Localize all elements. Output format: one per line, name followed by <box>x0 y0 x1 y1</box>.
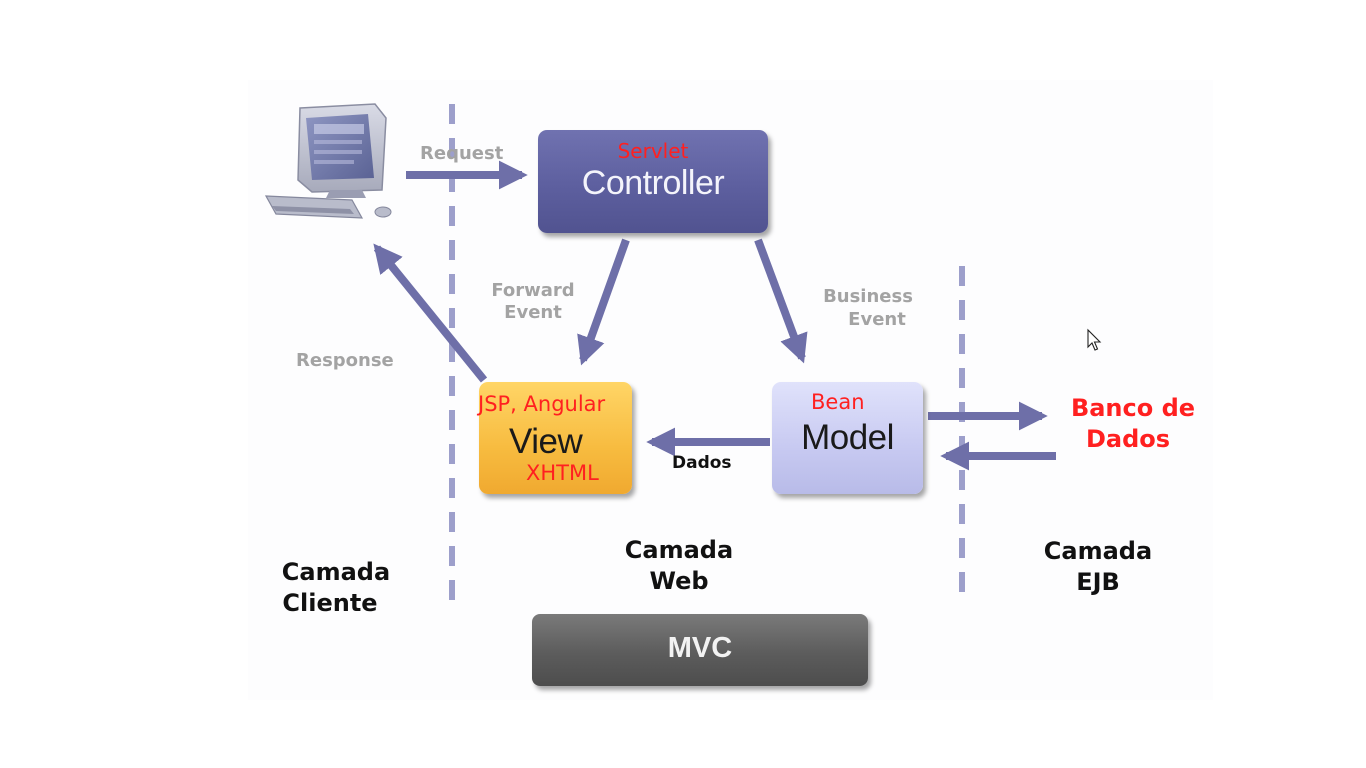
layer-client-line2: Cliente <box>282 589 378 617</box>
response-arrow <box>373 243 488 383</box>
view-box <box>479 382 632 494</box>
forward-event-arrow <box>577 238 630 366</box>
business-event-label-line2: Event <box>848 309 906 330</box>
controller-tag: Servlet <box>617 139 689 163</box>
mvc-label: MVC <box>667 632 733 664</box>
computer-icon <box>264 103 392 219</box>
mouse-cursor-icon <box>1087 328 1102 351</box>
dados-label: Dados <box>672 453 732 473</box>
business-event-label-line1: Business <box>823 286 913 307</box>
forward-event-label-line1: Forward <box>491 280 575 301</box>
response-label: Response <box>296 350 394 371</box>
request-label: Request <box>420 143 504 164</box>
mvc-box <box>532 614 868 686</box>
controller-box <box>538 130 768 233</box>
database-label-line2: Dados <box>1085 425 1171 453</box>
business-event-arrow <box>754 238 808 364</box>
model-tag: Bean <box>811 390 865 414</box>
model-title: Model <box>801 418 894 457</box>
database-label-line1: Banco de <box>1070 394 1196 422</box>
model-box <box>772 382 923 494</box>
layer-web-line2: Web <box>649 567 709 595</box>
layer-client-line1: Camada <box>281 558 391 586</box>
forward-event-label-line2: Event <box>504 302 562 323</box>
layer-ejb-line2: EJB <box>1076 568 1120 596</box>
view-tag-top: JSP, Angular <box>478 392 606 416</box>
view-title: View <box>509 422 583 461</box>
layer-ejb-line1: Camada <box>1043 537 1153 565</box>
layer-web-line1: Camada <box>624 536 734 564</box>
controller-title: Controller <box>581 164 725 202</box>
view-tag-bottom: XHTML <box>526 461 599 485</box>
